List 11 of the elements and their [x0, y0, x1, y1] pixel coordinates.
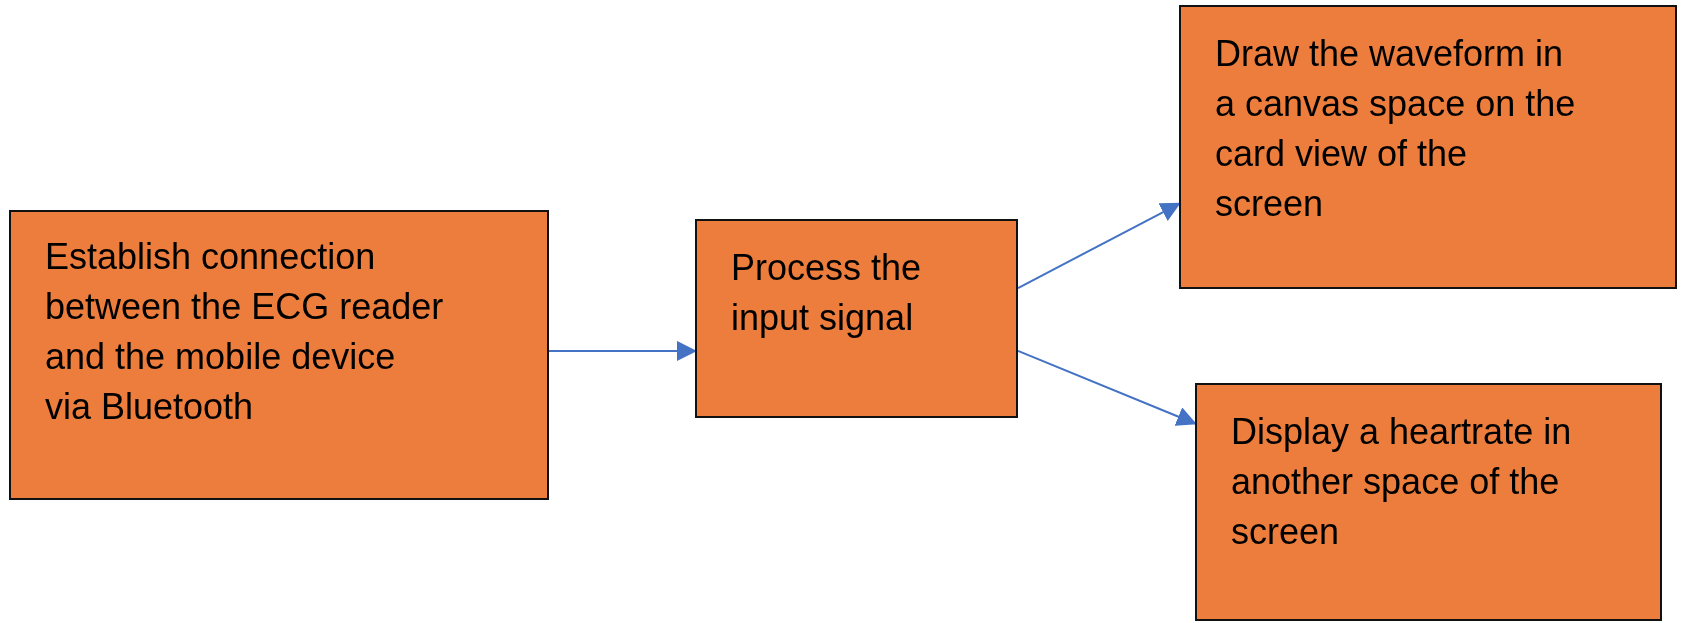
- arrow: [1017, 202, 1181, 290]
- process-box: [1195, 383, 1662, 621]
- process-box: [9, 210, 549, 500]
- arrow: [548, 340, 697, 361]
- box-text: Establish connection between the ECG reader and the mobile device via Bluetooth: [45, 235, 445, 429]
- box-text: Display a heartrate in another space of the screen: [1231, 410, 1573, 554]
- process-box: [1179, 5, 1677, 289]
- arrow: [1017, 349, 1197, 426]
- box-text: Draw the waveform in a canvas space on the card view of the screen: [1215, 32, 1577, 226]
- box-text: Process the input signal: [731, 246, 923, 340]
- process-box: [695, 219, 1018, 418]
